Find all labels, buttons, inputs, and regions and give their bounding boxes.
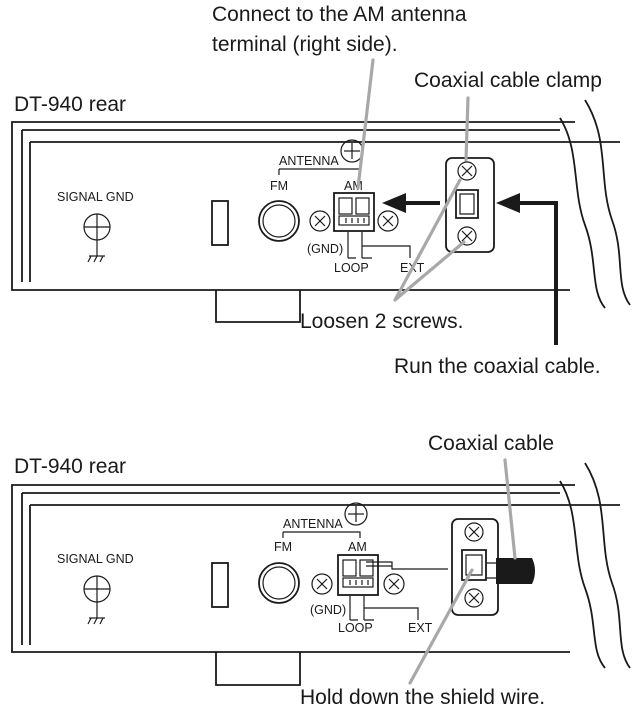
top-callout-clamp: Coaxial cable clamp [414,69,602,92]
top-antenna-label: ANTENNA [279,154,339,168]
top-callout-am-line1: Connect to the AM antenna [212,3,467,26]
bottom-panel-diagram: SIGNAL GND ANTENNA FM AM [11,432,631,709]
top-leader-clamp [464,96,470,162]
top-cable-clamp [445,157,495,253]
top-fm-label: FM [270,179,288,193]
top-slot [211,200,229,246]
bottom-am-label: AM [348,540,367,554]
bottom-gnd-label: (GND) [310,603,346,617]
top-chassis-break-2 [584,99,631,306]
bottom-leader-cable [503,458,517,560]
bottom-callout-hold: Hold down the shield wire. [300,686,545,709]
top-antenna-bracket [278,168,361,175]
top-arrow-left [382,193,440,213]
top-fm-jack [258,200,300,242]
bottom-title: DT-940 rear [14,455,126,478]
bottom-callout-cable: Coaxial cable [428,432,554,455]
bottom-loop-label: LOOP [338,621,373,635]
bottom-signal-gnd-screw-icon [83,575,111,625]
top-signal-gnd-label: SIGNAL GND [57,190,134,204]
bottom-shield-wire [366,561,448,570]
bottom-antenna-screw-icon [344,502,368,526]
bottom-cable-clamp [451,518,499,616]
top-right-screw-icon [377,210,399,232]
top-left-screw-icon [309,210,331,232]
bottom-chassis-break-2 [584,462,631,669]
bottom-leader-shield [408,568,474,685]
bottom-foot [215,652,301,686]
bottom-left-screw-icon [311,573,333,595]
bottom-right-screw-icon [383,573,405,595]
top-callout-am-line2: terminal (right side). [212,33,398,56]
bottom-signal-gnd-label: SIGNAL GND [57,552,134,566]
top-antenna-screw-icon [340,139,364,163]
bottom-am-terminal [337,554,379,596]
bottom-antenna-label: ANTENNA [283,517,343,531]
top-arrow-run-cable [496,193,558,345]
top-callout-loosen: Loosen 2 screws. [300,310,463,333]
top-leader-screws [393,178,466,302]
top-title: DT-940 rear [14,93,126,116]
top-signal-gnd-screw-icon [83,213,111,263]
top-gnd-label: (GND) [307,242,343,256]
top-panel-diagram: SIGNAL GND ANTENNA FM AM [11,3,631,378]
bottom-chassis-outline [11,484,620,653]
top-am-terminal [333,192,375,232]
bottom-terminal-brackets [349,596,419,621]
bottom-slot [211,562,229,608]
bottom-chassis-break [559,480,606,669]
top-foot [215,290,301,323]
top-chassis-break [559,117,606,309]
top-loop-label: LOOP [334,261,369,275]
top-chassis-outline [11,121,620,291]
bottom-ext-label: EXT [408,621,433,635]
bottom-antenna-bracket [282,531,361,538]
bottom-fm-label: FM [274,540,292,554]
top-terminal-brackets [347,232,411,259]
top-callout-run: Run the coaxial cable. [394,355,601,378]
bottom-fm-jack [258,562,300,604]
bottom-coaxial-cable [486,558,535,584]
top-leader-am [356,58,375,190]
